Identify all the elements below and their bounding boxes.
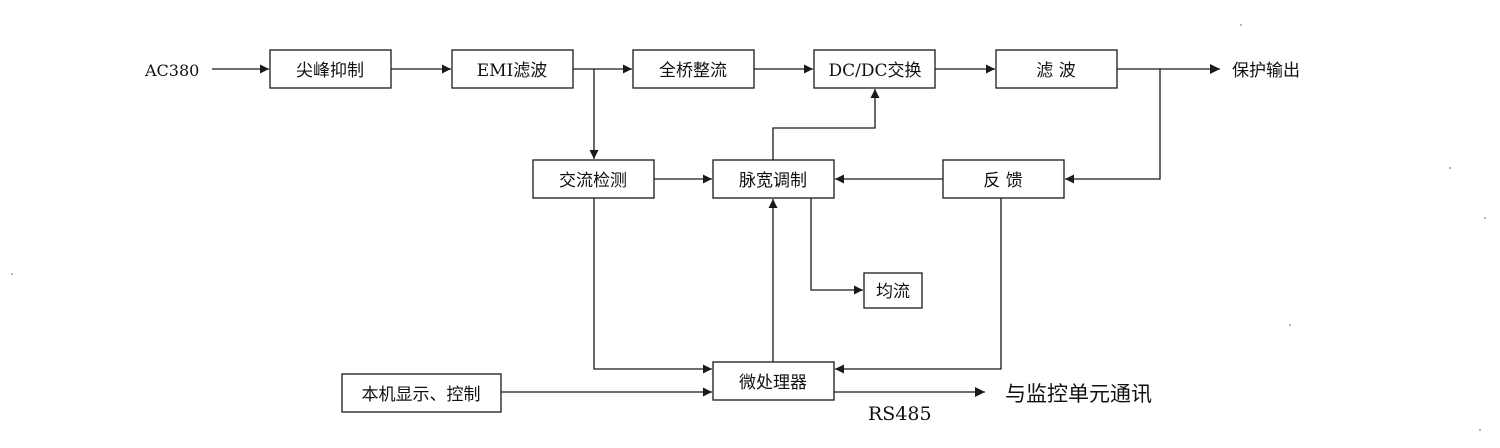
microprocessor-block: 微处理器: [712, 361, 835, 401]
ac-detection-label: 交流检测: [559, 171, 627, 191]
current-sharing-block: 均流: [863, 272, 923, 309]
arrow-pwm-to-dcdc: [772, 89, 880, 160]
scan-specks: [11, 24, 1486, 431]
output-filter-label: 滤 波: [1036, 61, 1075, 81]
dcdc-conversion-block: DC/DC交换: [813, 49, 936, 89]
arrow-feedback-to-microprocessor: [835, 198, 1002, 374]
output-filter-block: 滤 波: [995, 49, 1118, 89]
pwm-label: 脉宽调制: [739, 171, 807, 191]
microprocessor-label: 微处理器: [739, 373, 807, 393]
current-sharing-label: 均流: [876, 282, 910, 302]
arrow-pwm-to-current-sharing: [810, 198, 863, 295]
ac-detection-block: 交流检测: [532, 159, 655, 199]
local-display-control-label: 本机显示、控制: [362, 385, 481, 405]
input-label: AC380: [144, 61, 199, 80]
full-bridge-rectifier-label: 全桥整流: [659, 61, 727, 81]
emi-filter-label: EMI滤波: [477, 61, 548, 81]
spike-suppression-label: 尖峰抑制: [296, 61, 364, 81]
arrow-ac-detection-to-microprocessor: [593, 198, 712, 374]
feedback-block: 反 馈: [942, 159, 1065, 199]
feedback-label: 反 馈: [983, 171, 1022, 191]
local-display-control-block: 本机显示、控制: [341, 373, 502, 413]
pwm-block: 脉宽调制: [712, 159, 835, 199]
arrow-output-to-feedback: [1065, 69, 1161, 184]
comm-protocol-label: RS485: [868, 403, 932, 425]
spike-suppression-block: 尖峰抑制: [269, 49, 392, 89]
comm-target-label: 与监控单元通讯: [1005, 382, 1152, 406]
full-bridge-rectifier-block: 全桥整流: [632, 49, 755, 89]
signal-connections: [212, 64, 1220, 397]
emi-filter-block: EMI滤波: [451, 49, 574, 89]
output-label: 保护输出: [1232, 61, 1300, 81]
dcdc-conversion-label: DC/DC交换: [828, 61, 921, 81]
